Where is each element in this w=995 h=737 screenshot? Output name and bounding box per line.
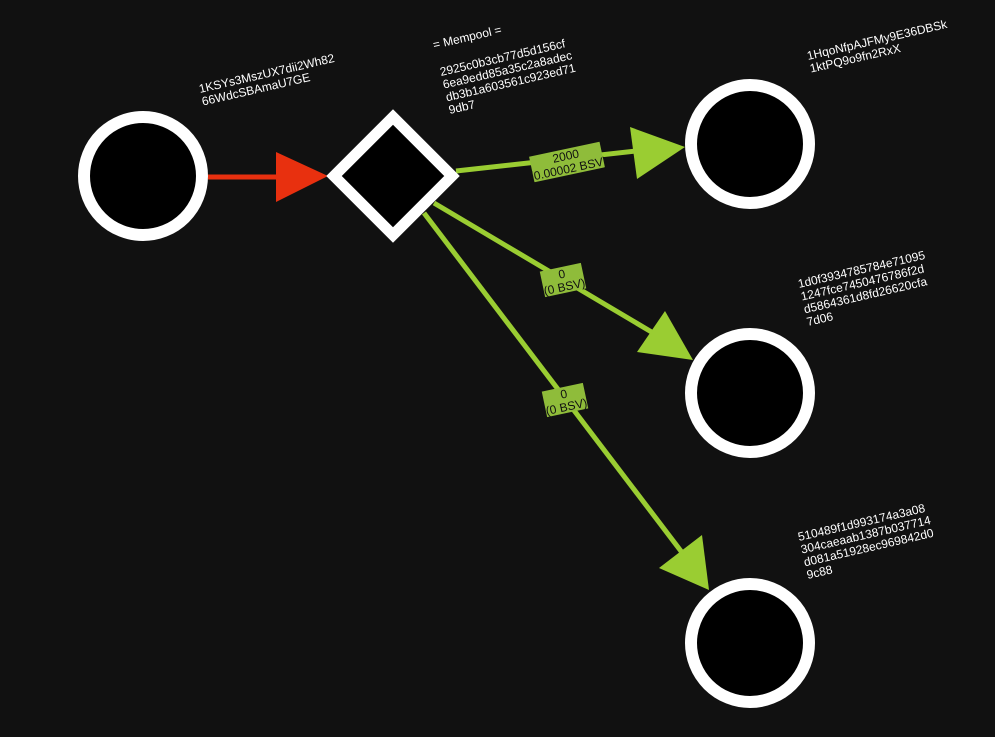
input-address-node[interactable] — [78, 111, 208, 241]
edge-output-2[interactable] — [432, 200, 693, 360]
txid-line4: 9db7 — [447, 97, 476, 117]
output-3-label-line4: 9c88 — [805, 562, 834, 582]
edge-output-2-line — [432, 200, 662, 340]
mempool-status: = Mempool = — [432, 23, 503, 52]
edge-output-3-label-line1: 0 — [559, 387, 569, 402]
output-1-node[interactable] — [685, 79, 815, 209]
edge-output-1-label-bg — [529, 141, 605, 183]
edge-output-1-label-line1: 2000 — [551, 146, 580, 165]
edge-output-1-arrowhead — [630, 127, 685, 179]
output-2-label: 1d0f3934785784e71095 1247fce7450476786f2… — [797, 247, 939, 329]
output-1-label: 1HqoNfpAJFMy9E36DBSk 1ktPQ9o9fn2RxX — [806, 16, 955, 75]
edge-output-3-line — [422, 211, 692, 565]
transaction-status-label: = Mempool = — [432, 23, 503, 52]
edge-output-3-arrowhead — [659, 535, 709, 590]
transaction-txid-label: 2925c0b3cb77d5d156cf 6ea9edd85a35c2a8ade… — [439, 35, 584, 117]
edge-output-2-label-bg — [539, 262, 587, 298]
edge-output-2-label-line1: 0 — [557, 267, 567, 282]
edge-output-2-arrowhead — [637, 311, 693, 360]
edge-output-3-label-bg — [541, 382, 589, 418]
edge-output-3[interactable] — [422, 211, 709, 590]
edge-output-3-label: 0 (0 BSV) — [541, 382, 589, 418]
output-3-node[interactable] — [685, 578, 815, 708]
input-address-label: 1KSYs3MszUX7dii2Wh82 66WdcSBAmaU7GE — [198, 50, 343, 108]
output-3-label: 510489f1d993174a3a08 304caeaab1387b03771… — [797, 500, 942, 582]
edge-input-arrowhead — [276, 152, 328, 202]
edge-output-1-label: 2000 (0.00002 BSV) — [529, 141, 608, 184]
output-2-node[interactable] — [685, 328, 815, 458]
transaction-node[interactable] — [326, 109, 460, 243]
edge-input[interactable] — [208, 152, 328, 202]
output-2-label-line4: 7d06 — [805, 309, 834, 329]
